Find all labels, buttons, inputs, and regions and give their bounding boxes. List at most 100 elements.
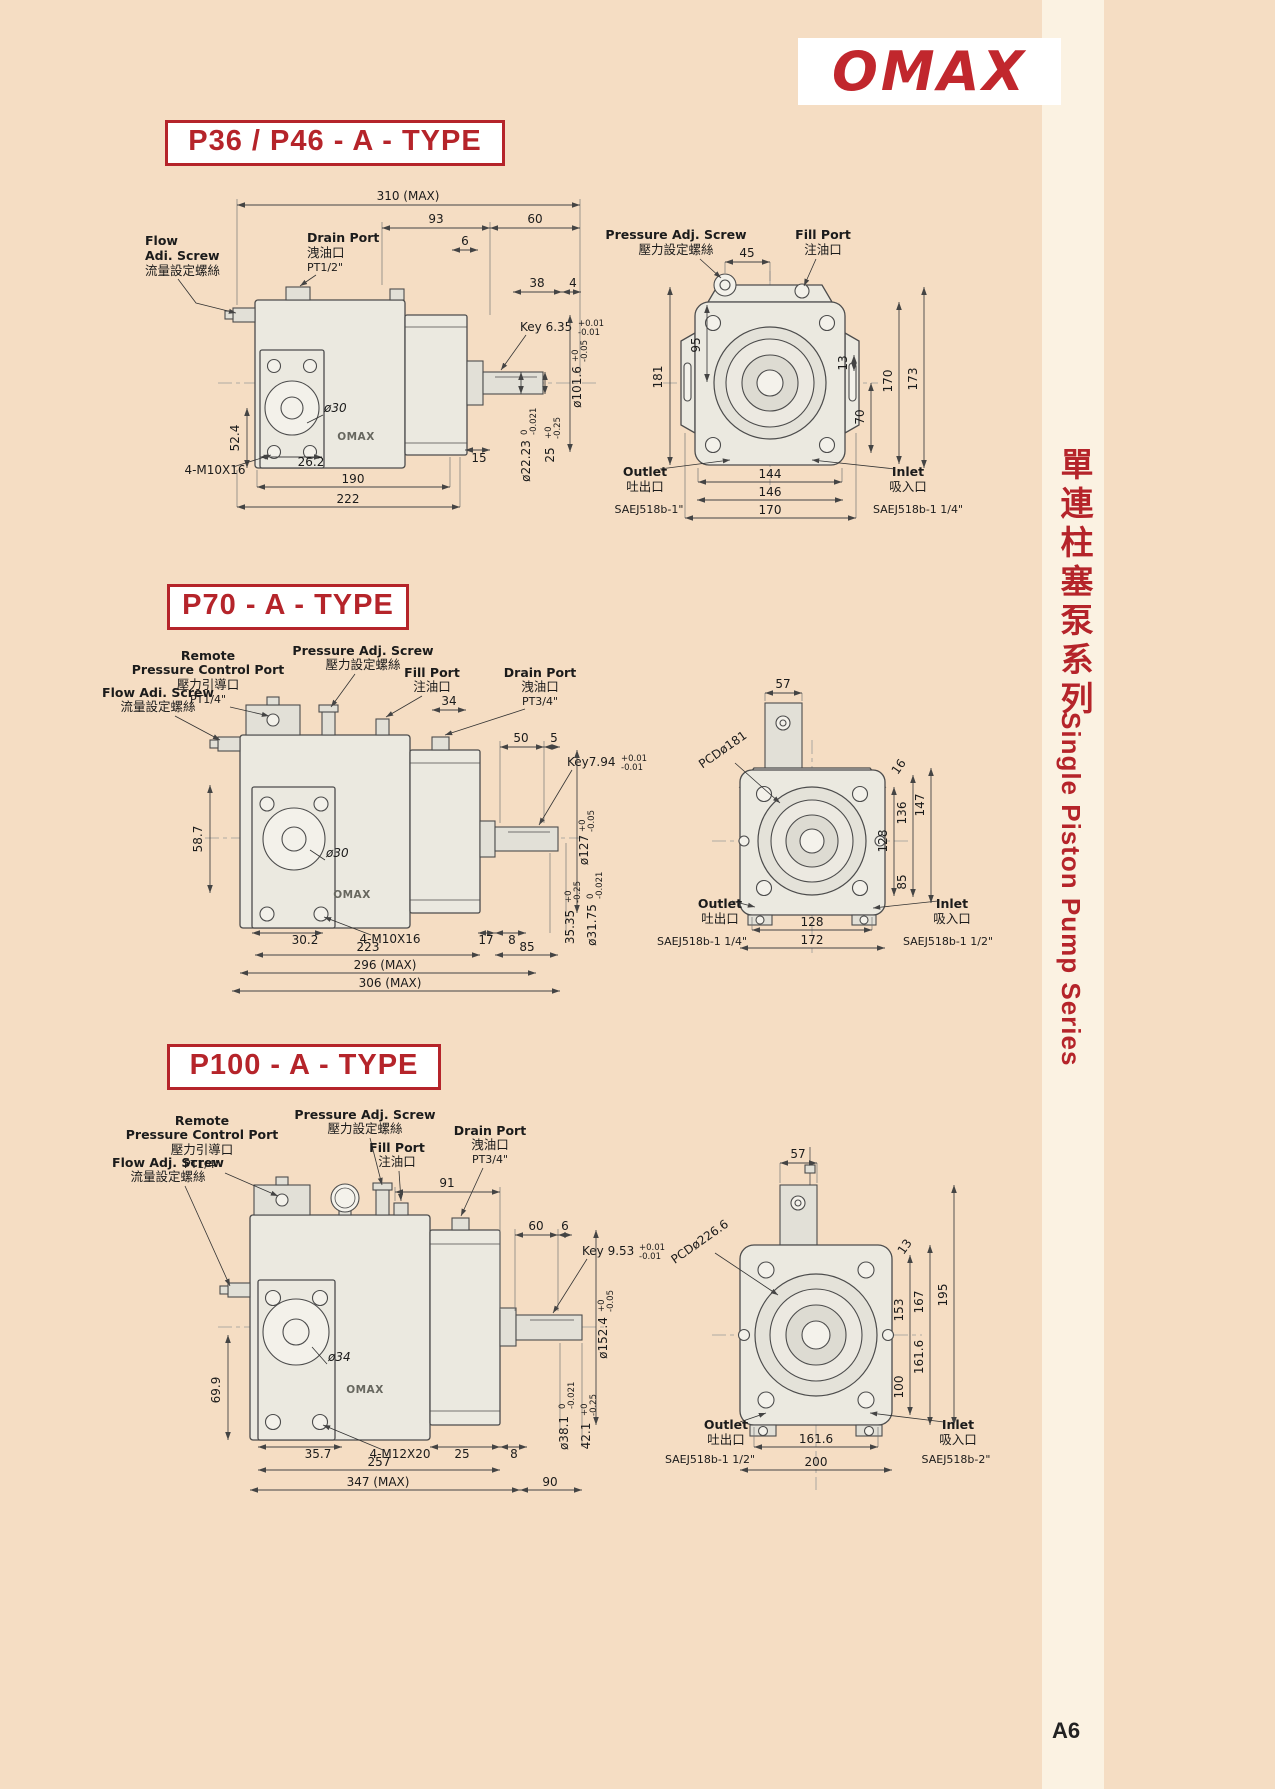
s1-dim-6: 6: [461, 234, 469, 248]
s2-dim-shaft-dia-g: ø31.75 0 -0.021: [585, 872, 605, 946]
s1-inlet-label-cn: 吸入口: [889, 479, 927, 494]
s3-fill-label-cn: 注油口: [378, 1154, 416, 1169]
s3-drain-label: Drain Port: [454, 1123, 526, 1138]
s2-remote-label-pt: PT1/4": [190, 693, 226, 706]
s3-dim-152-4-tu: +0: [597, 1299, 607, 1312]
s2-dim-57: 57: [775, 677, 790, 691]
s1-dim-181: 181: [651, 366, 665, 389]
s1-dim-25: 25: [543, 447, 557, 462]
s3-dim-35-7: 35.7: [305, 1447, 332, 1461]
s3-flow-label: Flow Adj. Screw: [112, 1155, 224, 1170]
s2-dim-key-depth-g: 35.35 +0 -0.25: [563, 881, 583, 944]
s1-side-dimensions: 310 (MAX) 93 60 6 38 4 Key 6.35 +0.01 -0…: [184, 189, 604, 510]
s2-dim-306: 306 (MAX): [359, 976, 422, 990]
s3-dim-key-depth-g: 42.1 +0 -0.25: [579, 1394, 599, 1449]
s3-dim-161-6r: 161.6: [912, 1340, 926, 1374]
s3-inlet-label-cn: 吸入口: [939, 1432, 977, 1447]
s3-dim-257: 257: [368, 1455, 391, 1469]
s3-dim-57: 57: [790, 1147, 805, 1161]
s1-dim-22-23: ø22.23: [519, 440, 533, 482]
s2-dim-127-tl: -0.05: [587, 810, 597, 832]
s2-outlet-label: Outlet: [698, 896, 742, 911]
s3-dim-42-1: 42.1: [579, 1423, 593, 1450]
s3-outlet-label: Outlet: [704, 1417, 748, 1432]
s2-drain-label: Drain Port: [504, 665, 576, 680]
s1-dim-38: 38: [529, 276, 544, 290]
s2-drain-label-cn: 洩油口: [521, 679, 559, 694]
s1-dim-95: 95: [689, 337, 703, 352]
s1-dim-190: 190: [342, 472, 365, 486]
sidebar-strip: [1042, 0, 1104, 1789]
s3-remote-label-1: Remote: [175, 1113, 229, 1128]
s2-dim-127: ø127: [577, 835, 591, 865]
s3-bolt-spec: 4-M12X20: [369, 1447, 430, 1461]
s1-bolt-spec: 4-M10X16: [184, 463, 245, 477]
s1-dim-22-23-tl: -0.021: [529, 408, 539, 435]
s3-dim-195: 195: [936, 1284, 950, 1307]
s3-dim-60: 60: [528, 1219, 543, 1233]
s3-drain-label-cn: 洩油口: [471, 1137, 509, 1152]
s3-dim-pilot-g: ø152.4 +0 -0.05: [596, 1290, 616, 1359]
s3-pcd-label: PCDø226.6: [668, 1217, 731, 1267]
s1-outlet-label: Outlet: [623, 464, 667, 479]
s2-inlet-label: Inlet: [936, 896, 968, 911]
s1-padj-label-cn: 壓力設定螺絲: [638, 242, 714, 257]
s3-fill-label: Fill Port: [369, 1140, 425, 1155]
p70-drawing: OMAX Remote Pressure Control Port 壓力引導口 …: [102, 643, 993, 994]
s1-dim-15: 15: [471, 451, 486, 465]
s1-drain-label-1: Drain Port: [307, 230, 379, 245]
s3-dim-161-6b: 161.6: [799, 1432, 833, 1446]
s3-dim-shaft-dia-g: ø38.1 0 -0.021: [557, 1382, 577, 1450]
s3-dim-90: 90: [542, 1475, 557, 1489]
s1-flow-label-1: Flow: [145, 233, 178, 248]
s2-dim-pilot-g: ø127 +0 -0.05: [577, 810, 597, 865]
s1-fill-label-cn: 注油口: [804, 242, 842, 257]
s3-padj-label-cn: 壓力設定螺絲: [327, 1121, 403, 1136]
s2-pcd-label: PCDø181: [696, 728, 749, 771]
s2-dim-8: 8: [508, 933, 516, 947]
s2-dim-31-75: ø31.75: [585, 904, 599, 946]
s3-dim-38-1-tu: 0: [558, 1404, 568, 1409]
s1-body-brand: OMAX: [337, 431, 375, 443]
s2-drain-label-pt: PT3/4": [522, 695, 558, 708]
s2-dim-128b: 128: [801, 915, 824, 929]
s2-dim-223: 223: [357, 940, 380, 954]
s2-flow-label-cn: 流量設定螺絲: [120, 699, 196, 714]
s1-padj-label: Pressure Adj. Screw: [605, 227, 747, 242]
s2-dim-31-75-tl: -0.021: [595, 872, 605, 899]
s3-body-brand: OMAX: [346, 1384, 384, 1396]
s3-inlet-label: Inlet: [942, 1417, 974, 1432]
sidebar-title-cn: 單連柱塞泵系列: [1055, 447, 1094, 720]
s3-dim-38-1: ø38.1: [557, 1416, 571, 1450]
p36-p46-drawing: OMAX Flow Adi. Screw 流量設定螺絲 Drain Port 洩…: [145, 189, 963, 521]
section-title-p100: P100 - A - TYPE: [167, 1044, 441, 1090]
s1-drain-label-pt: PT1/2": [307, 261, 343, 274]
omax-logo-text: OMAX: [831, 40, 1028, 103]
s1-side-view-body: OMAX: [218, 286, 600, 469]
s3-remote-label-cn: 壓力引導口: [171, 1142, 234, 1157]
s1-flow-label-cn: 流量設定螺絲: [145, 263, 221, 278]
s1-front-annotations: Pressure Adj. Screw 壓力設定螺絲 Fill Port 注油口…: [605, 227, 963, 521]
s1-dim-pilot-dia: ø101.6 +0 -0.05: [570, 340, 590, 408]
s2-dim-5: 5: [550, 731, 558, 745]
s2-side-dimensions: 34 50 5 Key7.94 +0.01 -0.01 ø127 +0 -0.0…: [191, 694, 647, 994]
s3-remote-label-pt: PT1/4": [184, 1158, 220, 1171]
s1-drain-label-cn: 洩油口: [307, 245, 345, 260]
s3-dim-42-1-tl: -0.25: [589, 1394, 599, 1416]
s3-front-view-body: [712, 1147, 922, 1490]
s2-dim-58-7: 58.7: [191, 826, 205, 853]
s2-dim-35-35-tl: -0.25: [573, 881, 583, 903]
s3-dim-34-dia: ø34: [327, 1350, 351, 1364]
s1-dim-60: 60: [527, 212, 542, 226]
s2-remote-label-2: Pressure Control Port: [132, 662, 285, 677]
s2-key-label: Key7.94: [567, 755, 615, 769]
s1-dim-173: 173: [906, 368, 920, 391]
s2-dim-17: 17: [478, 933, 493, 947]
s1-side-labels: Flow Adi. Screw 流量設定螺絲 Drain Port 洩油口 PT…: [145, 230, 379, 314]
s2-dim-85r: 85: [895, 874, 909, 889]
s3-dim-100: 100: [892, 1376, 906, 1399]
s3-padj-label: Pressure Adj. Screw: [294, 1107, 436, 1122]
s1-dim-524-g: 52.4: [228, 425, 242, 452]
s2-bolt-spec: 4-M10X16: [359, 932, 420, 946]
